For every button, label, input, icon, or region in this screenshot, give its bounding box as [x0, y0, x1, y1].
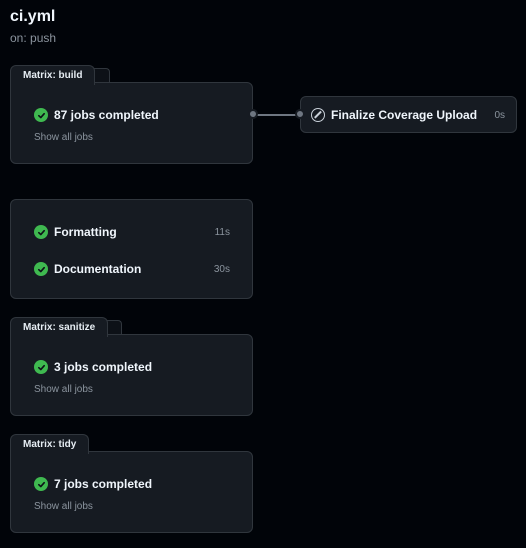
check-circle-icon — [34, 360, 48, 374]
workflow-header: ci.yml on: push — [10, 7, 56, 45]
matrix-sanitize-card[interactable]: 3 jobs completed Show all jobs — [10, 334, 253, 416]
job-formatting-duration: 11s — [214, 227, 230, 238]
check-circle-icon — [34, 262, 48, 276]
matrix-sanitize-tab: Matrix: sanitize — [10, 317, 109, 337]
show-all-jobs-link[interactable]: Show all jobs — [34, 384, 93, 395]
matrix-sanitize-label: 3 jobs completed — [54, 360, 153, 374]
matrix-tidy-tab: Matrix: tidy — [10, 434, 90, 454]
finalize-label: Finalize Coverage Upload — [331, 108, 478, 122]
check-circle-icon — [34, 225, 48, 239]
job-documentation[interactable]: Documentation — [34, 262, 141, 276]
matrix-tidy-card[interactable]: 7 jobs completed Show all jobs — [10, 451, 253, 533]
job-documentation-duration: 30s — [213, 264, 230, 275]
matrix-build-status: 87 jobs completed — [34, 108, 159, 122]
show-all-jobs-link[interactable]: Show all jobs — [34, 132, 93, 143]
dependency-connector — [256, 114, 302, 116]
check-circle-icon — [34, 108, 48, 122]
matrix-build-tab: Matrix: build — [10, 65, 96, 85]
finalize-coverage-job[interactable]: Finalize Coverage Upload 0s — [300, 96, 517, 133]
show-all-jobs-link[interactable]: Show all jobs — [34, 501, 93, 512]
connector-start-dot — [248, 109, 258, 119]
finalize-row: Finalize Coverage Upload — [311, 108, 477, 122]
standalone-jobs-card: Formatting 11s Documentation 30s — [10, 199, 253, 299]
workflow-title[interactable]: ci.yml — [10, 8, 56, 25]
connector-end-dot — [295, 109, 305, 119]
check-circle-icon — [34, 477, 48, 491]
tab-stack-decoration — [94, 68, 110, 82]
workflow-trigger: on: push — [10, 31, 57, 45]
matrix-sanitize-status: 3 jobs completed — [34, 360, 152, 374]
job-formatting[interactable]: Formatting — [34, 225, 117, 239]
job-documentation-label: Documentation — [54, 262, 142, 276]
job-formatting-label: Formatting — [54, 225, 117, 239]
matrix-build-card[interactable]: 87 jobs completed Show all jobs — [10, 82, 253, 164]
matrix-tidy-status: 7 jobs completed — [34, 477, 152, 491]
matrix-tidy-label: 7 jobs completed — [54, 477, 153, 491]
tab-stack-decoration — [106, 320, 122, 334]
skip-icon — [311, 108, 325, 122]
matrix-build-label: 87 jobs completed — [54, 108, 159, 122]
finalize-duration: 0s — [494, 110, 505, 121]
